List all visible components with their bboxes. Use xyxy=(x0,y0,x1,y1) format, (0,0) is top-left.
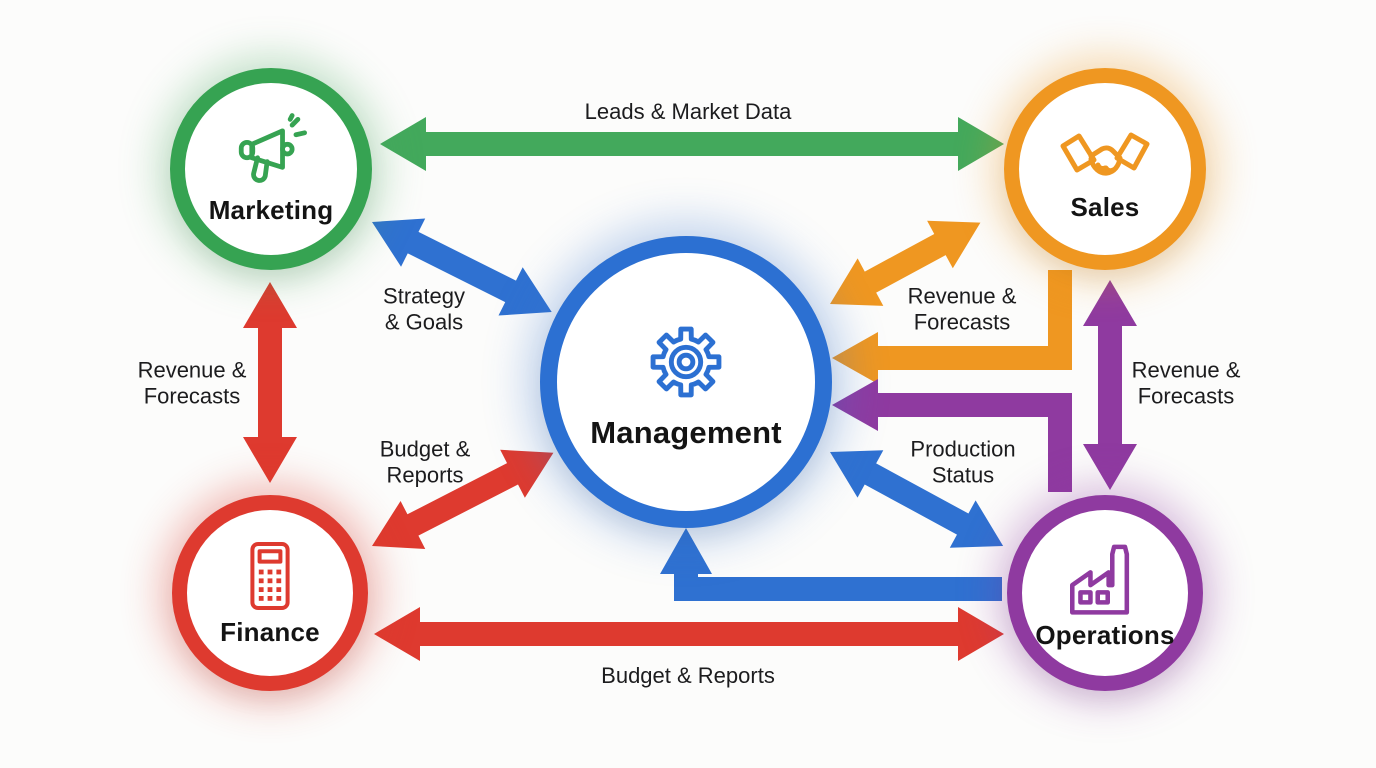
arrow-operations-management-bottom-elbow xyxy=(660,528,1002,601)
arrow-sales-management-shape xyxy=(830,220,981,306)
node-label-management: Management xyxy=(590,415,782,450)
arrow-marketing-finance-shape xyxy=(243,282,297,483)
node-finance: Finance xyxy=(172,495,368,691)
arrow-sales-operations xyxy=(1083,280,1137,490)
arrow-sales-management-elbow xyxy=(832,270,1072,384)
edge-label-revenue-sales-mgmt: Revenue & Forecasts xyxy=(907,283,1017,335)
node-label-marketing: Marketing xyxy=(208,194,334,225)
node-management: Management xyxy=(540,236,832,528)
node-operations: Operations xyxy=(1007,495,1203,691)
gear-icon xyxy=(637,313,735,411)
node-sales: Sales xyxy=(1004,68,1206,270)
megaphone-icon xyxy=(223,112,319,191)
arrow-sales-operations-shape xyxy=(1083,280,1137,490)
edge-label-revenue-right: Revenue & Forecasts xyxy=(1131,357,1241,409)
arrow-marketing-sales-shape xyxy=(380,117,1004,171)
arrow-marketing-management xyxy=(372,218,552,316)
arrow-marketing-management-shape xyxy=(372,218,552,316)
arrow-operations-management-elbow xyxy=(832,379,1072,492)
edge-label-revenue-left: Revenue & Forecasts xyxy=(137,357,247,409)
node-marketing: Marketing xyxy=(170,68,372,270)
edge-label-leads: Leads & Market Data xyxy=(584,98,792,124)
arrow-finance-operations-shape xyxy=(374,607,1004,661)
arrow-finance-management xyxy=(372,449,554,549)
arrow-finance-management-shape xyxy=(372,449,554,549)
node-label-finance: Finance xyxy=(220,616,320,647)
edge-label-budget-bottom: Budget & Reports xyxy=(601,662,775,688)
arrow-management-operations-shape xyxy=(830,450,1004,548)
arrow-finance-operations xyxy=(374,607,1004,661)
node-label-operations: Operations xyxy=(1035,619,1175,650)
arrow-marketing-sales xyxy=(380,117,1004,171)
edge-label-production: Production Status xyxy=(910,436,1016,488)
edge-label-strategy: Strategy & Goals xyxy=(383,283,465,335)
edge-label-budget-mid: Budget & Reports xyxy=(379,436,471,488)
calculator-icon xyxy=(230,539,310,613)
node-label-sales: Sales xyxy=(1070,191,1140,222)
factory-icon xyxy=(1059,536,1151,616)
arrow-management-operations xyxy=(830,450,1004,548)
arrow-marketing-finance xyxy=(243,282,297,483)
arrow-sales-management xyxy=(830,220,981,306)
handshake-icon xyxy=(1055,116,1155,188)
